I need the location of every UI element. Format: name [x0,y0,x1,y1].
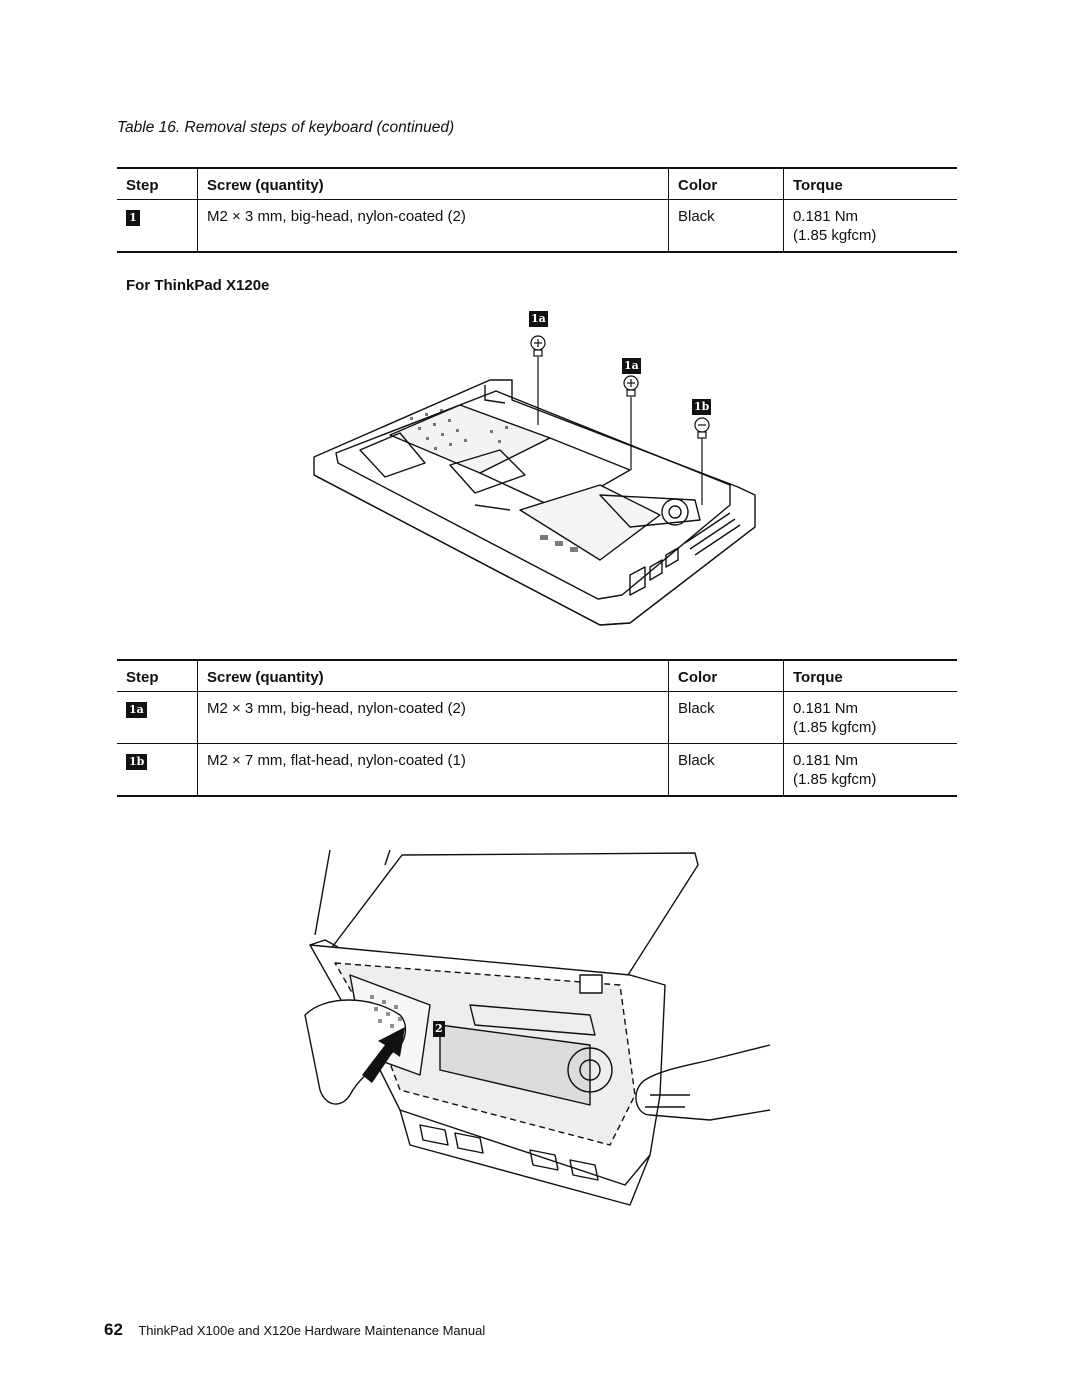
color-cell: Black [668,199,784,253]
step-cell: 1 [117,199,198,253]
table-header-row: Step Screw (quantity) Color Torque [117,659,957,692]
torque-kgfcm: (1.85 kgfcm) [793,719,877,736]
callout-2: 2 [433,1021,445,1037]
section-title: For ThinkPad X120e [126,277,270,294]
keyboard-removal-illustration: 2 [290,845,780,1210]
table-header-row: Step Screw (quantity) Color Torque [117,167,957,200]
table-row: 1 M2 × 3 mm, big-head, nylon-coated (2) … [117,199,957,253]
callout-1a: 1a [622,358,641,374]
screw-cell: M2 × 7 mm, flat-head, nylon-coated (1) [197,743,669,797]
header-torque: Torque [783,167,957,200]
page-number: 62 [104,1320,123,1339]
header-color: Color [668,659,784,692]
header-screw: Screw (quantity) [197,167,669,200]
header-screw: Screw (quantity) [197,659,669,692]
callout-1b: 1b [692,399,712,415]
table-caption: Table 16. Removal steps of keyboard (con… [117,119,455,136]
step-cell: 1b [117,743,198,797]
header-step: Step [117,659,198,692]
step-tag: 1b [126,754,148,770]
header-color: Color [668,167,784,200]
step-tag: 1a [126,702,147,718]
torque-nm: 0.181 Nm [793,752,859,769]
callout-1a: 1a [529,311,548,327]
screw-cell: M2 × 3 mm, big-head, nylon-coated (2) [197,199,669,253]
screw-cell: M2 × 3 mm, big-head, nylon-coated (2) [197,691,669,744]
torque-kgfcm: (1.85 kgfcm) [793,227,877,244]
table-row: 1a M2 × 3 mm, big-head, nylon-coated (2)… [117,691,957,744]
torque-nm: 0.181 Nm [793,700,859,717]
page-footer: 62 ThinkPad X100e and X120e Hardware Mai… [104,1320,485,1340]
header-step: Step [117,167,198,200]
laptop-base-illustration: 1a 1a 1b [300,305,780,640]
torque-kgfcm: (1.85 kgfcm) [793,771,877,788]
color-cell: Black [668,743,784,797]
table-row: 1b M2 × 7 mm, flat-head, nylon-coated (1… [117,743,957,797]
screw-table-keyboard: Step Screw (quantity) Color Torque 1 M2 … [117,167,957,253]
step-cell: 1a [117,691,198,744]
header-torque: Torque [783,659,957,692]
screw-table-x120e: Step Screw (quantity) Color Torque 1a M2… [117,659,957,797]
keyboard-removal-drawing [304,849,771,1206]
torque-cell: 0.181 Nm (1.85 kgfcm) [783,691,957,744]
color-cell: Black [668,691,784,744]
torque-cell: 0.181 Nm (1.85 kgfcm) [783,199,957,253]
step-tag: 1 [126,210,140,226]
torque-cell: 0.181 Nm (1.85 kgfcm) [783,743,957,797]
laptop-base-drawing [313,335,756,626]
torque-nm: 0.181 Nm [793,208,859,225]
manual-title: ThinkPad X100e and X120e Hardware Mainte… [138,1323,486,1338]
